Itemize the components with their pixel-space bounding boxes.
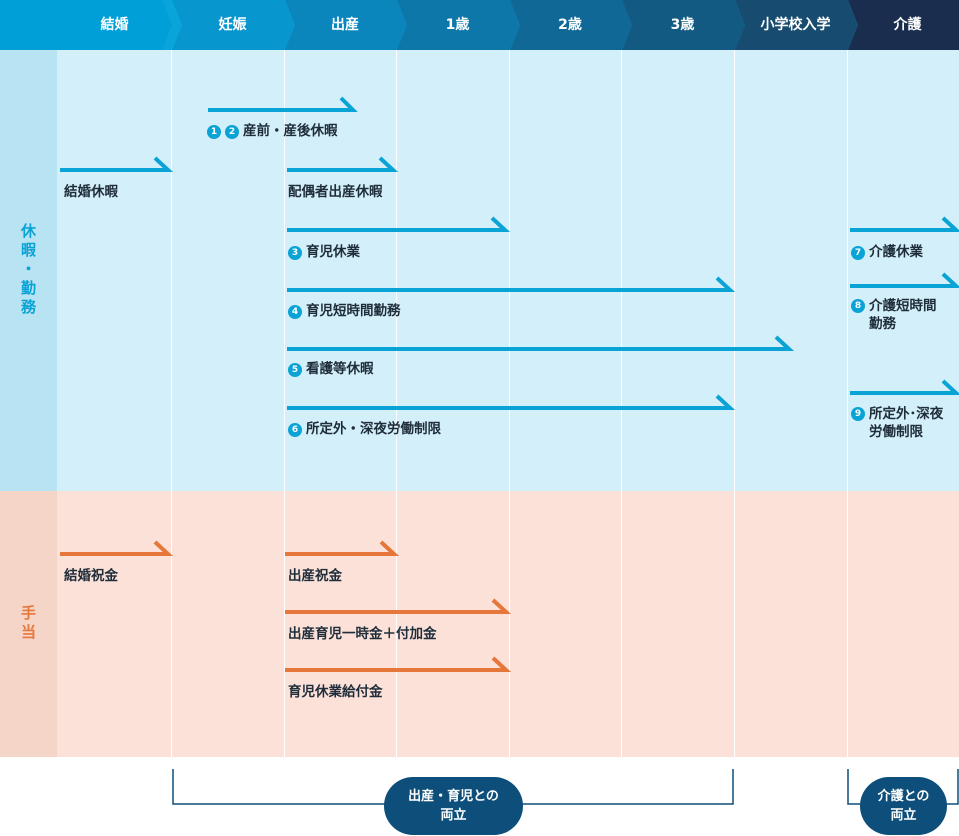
grid-divider <box>509 491 510 757</box>
stage-nursing-care: 介護 <box>893 17 922 33</box>
stage-marriage: 結婚 <box>100 17 129 33</box>
allowance-section-label: 手当 <box>19 605 37 643</box>
label-overtime-limit: 6 所定外・深夜労働制限 <box>288 420 441 438</box>
allowance-section-sidebar: 手当 <box>0 491 57 757</box>
label-text: 介護短時間 勤務 <box>869 298 937 332</box>
badge-7: 7 <box>851 246 865 260</box>
arrow-birth-gift <box>285 540 400 556</box>
label-short-hours: 4 育児短時間勤務 <box>288 302 401 320</box>
badge-2: 2 <box>225 125 239 139</box>
arrow-care-short-hours <box>850 272 959 288</box>
label-spouse-birth-leave: 配偶者出産休暇 <box>288 184 383 200</box>
label-childcare-leave: 3 育児休業 <box>288 243 360 261</box>
grid-divider <box>396 491 397 757</box>
grid-divider <box>171 491 172 757</box>
badge-9: 9 <box>851 407 865 421</box>
label-care-leave: 7 介護休業 <box>851 243 923 261</box>
leave-section-sidebar: 休暇・勤務 <box>0 50 57 491</box>
label-text: 看護等休暇 <box>306 361 374 377</box>
label-text: 育児休業 <box>306 244 360 260</box>
arrow-prenatal-postnatal <box>208 96 358 112</box>
grid-divider <box>847 491 848 757</box>
stage-header <box>0 0 959 50</box>
stage-pregnancy: 妊娠 <box>218 17 247 33</box>
badge-3: 3 <box>288 246 302 260</box>
badge-8: 8 <box>851 299 865 313</box>
arrow-marriage-gift <box>60 540 174 556</box>
arrow-birth-lump-sum <box>285 598 512 614</box>
stage-age-3: 3歳 <box>670 17 695 33</box>
grid-divider <box>847 50 848 491</box>
arrow-marriage-leave <box>60 156 174 172</box>
pill-caregiving-balance: 介護との 両立 <box>860 777 947 835</box>
grid-divider <box>171 50 172 491</box>
grid-divider <box>734 491 735 757</box>
label-text: 所定外･深夜 労働制限 <box>869 406 944 440</box>
grid-divider <box>509 50 510 491</box>
stage-age-1: 1歳 <box>445 17 470 33</box>
stage-age-2: 2歳 <box>558 17 582 33</box>
grid-divider <box>621 50 622 491</box>
grid-divider <box>734 50 735 491</box>
badge-5: 5 <box>288 363 302 377</box>
arrow-childcare-benefit <box>285 656 512 672</box>
grid-divider <box>396 50 397 491</box>
label-text: 所定外・深夜労働制限 <box>306 421 441 437</box>
arrow-nursing-leave <box>287 335 795 351</box>
label-birth-lump-sum: 出産育児一時金＋付加金 <box>288 626 437 642</box>
arrow-spouse-birth-leave <box>287 156 399 172</box>
arrow-care-leave <box>850 216 959 232</box>
grid-divider <box>284 491 285 757</box>
label-text: 介護休業 <box>869 244 923 260</box>
arrow-care-overtime-limit <box>850 379 959 395</box>
leave-section: 休暇・勤務 <box>0 50 959 491</box>
pill-childcare-balance: 出産・育児との 両立 <box>384 777 523 835</box>
stage-birth: 出産 <box>331 17 359 33</box>
label-marriage-gift: 結婚祝金 <box>64 568 118 584</box>
label-care-overtime-limit: 9 所定外･深夜 労働制限 <box>851 405 943 441</box>
grid-divider <box>621 491 622 757</box>
label-childcare-benefit: 育児休業給付金 <box>288 684 383 700</box>
label-care-short-hours: 8 介護短時間 勤務 <box>851 297 937 333</box>
leave-section-label: 休暇・勤務 <box>19 223 37 318</box>
arrow-overtime-limit <box>287 394 736 410</box>
label-text: 産前・産後休暇 <box>243 123 338 139</box>
grid-divider <box>284 50 285 491</box>
arrow-short-hours <box>287 276 736 292</box>
badge-4: 4 <box>288 305 302 319</box>
badge-6: 6 <box>288 423 302 437</box>
label-birth-gift: 出産祝金 <box>288 568 342 584</box>
label-nursing-leave: 5 看護等休暇 <box>288 360 374 378</box>
stage-elementary-school: 小学校入学 <box>760 17 831 33</box>
label-text: 育児短時間勤務 <box>306 303 401 319</box>
badge-1: 1 <box>207 125 221 139</box>
arrow-childcare-leave <box>287 216 511 232</box>
label-marriage-leave: 結婚休暇 <box>64 184 118 200</box>
allowance-section: 手当 <box>0 491 959 757</box>
